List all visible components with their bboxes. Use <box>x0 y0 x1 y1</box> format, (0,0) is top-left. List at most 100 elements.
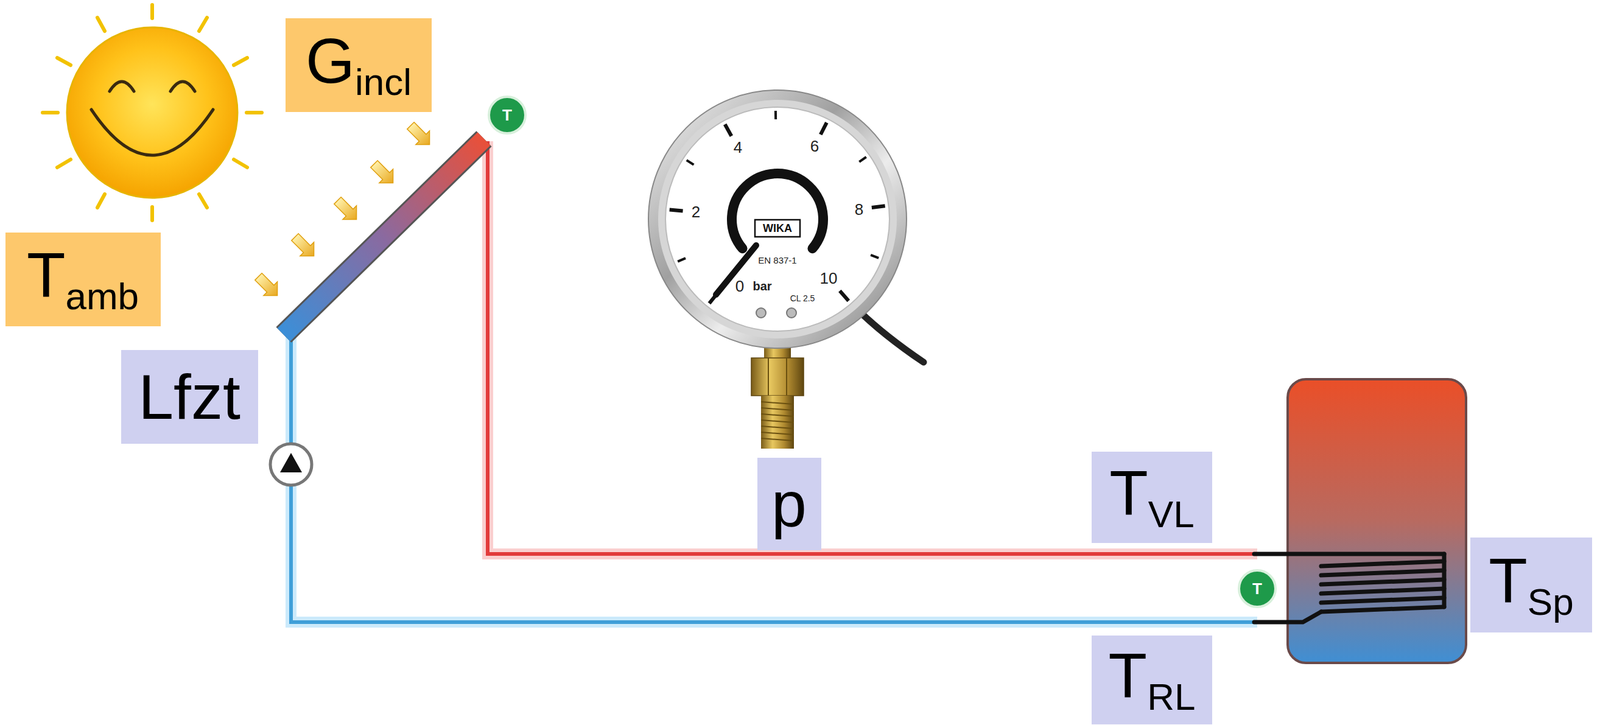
symbol-main: T <box>26 239 66 311</box>
coil-turn <box>1321 561 1445 567</box>
gauge-text: 10 <box>820 270 838 287</box>
gauge-bezel <box>648 90 907 349</box>
symbol-subscript: incl <box>354 60 412 103</box>
label-holder: T <box>1252 580 1263 597</box>
collector-frame <box>283 138 485 335</box>
sun-ray <box>97 194 105 208</box>
symbol-subscript: amb <box>65 275 139 318</box>
sun-ray <box>42 110 58 115</box>
gauge-ticks <box>669 110 886 304</box>
sun-smile <box>91 109 214 156</box>
variable-label-box: Gincl <box>285 18 432 113</box>
label-holder: 10 <box>820 270 838 287</box>
gauge-needle <box>715 245 757 295</box>
label-holder: WIKA <box>762 222 793 234</box>
sun <box>66 27 238 198</box>
nut-edge <box>767 357 769 396</box>
label-holder: 8 <box>854 201 864 218</box>
gauge-tick <box>839 291 849 302</box>
gauge-text: bar <box>752 280 772 293</box>
gauge-screw <box>786 308 797 318</box>
sensor-letter: T <box>502 107 513 123</box>
coil-turn <box>1321 607 1445 612</box>
label-holder: bar <box>752 280 772 293</box>
gauge-face <box>665 107 890 332</box>
sun-eye <box>109 81 134 92</box>
thread-line <box>761 407 794 411</box>
label-holder: EN 837-1 <box>757 255 797 265</box>
bourdon-tube <box>731 173 824 249</box>
label-holder: 0 <box>735 278 744 295</box>
variable-symbol: TSp <box>1488 549 1574 622</box>
coil-turn <box>1321 597 1445 603</box>
symbol-main: T <box>1109 457 1149 529</box>
gauge-tick <box>686 160 695 165</box>
gauge-text: 8 <box>854 201 864 218</box>
pump-triangle <box>280 452 302 473</box>
coil-turn <box>1321 579 1445 585</box>
storage-tank <box>1287 379 1467 664</box>
gauge-tick <box>859 157 866 162</box>
gauge-tick <box>677 258 686 262</box>
gauge-ring <box>658 99 897 339</box>
sun-ray <box>150 4 155 19</box>
gauge-screw <box>756 308 766 318</box>
brand-box <box>754 219 800 237</box>
label-holder: 4 <box>733 139 743 156</box>
thread-line <box>761 414 794 417</box>
thread-line <box>761 432 794 435</box>
thread-lines <box>761 401 794 441</box>
sun-ray <box>97 17 105 32</box>
sun-ray <box>57 57 71 66</box>
radiation-arrow <box>367 157 400 190</box>
variable-symbol: Gincl <box>305 29 412 102</box>
return-pipe-glow <box>291 336 1258 623</box>
radiation-arrow <box>287 230 321 264</box>
gauge-text: 6 <box>810 138 819 155</box>
gauge-cable <box>855 307 924 363</box>
symbol-main: T <box>1108 640 1148 712</box>
gauge-text: 0 <box>735 278 744 295</box>
radiation-arrow <box>251 269 285 303</box>
sun-ray <box>57 159 71 168</box>
sun-rays <box>42 4 262 221</box>
coil-inlet <box>1254 552 1445 557</box>
label-holder: 2 <box>691 203 701 220</box>
gauge-text: CL 2.5 <box>790 294 816 303</box>
symbol-main: G <box>305 25 355 97</box>
variable-symbol: p <box>771 472 807 536</box>
gauge-thread <box>761 395 794 449</box>
variable-symbol: Lfzt <box>138 365 241 429</box>
radiation-arrow <box>403 118 437 152</box>
symbol-subscript: VL <box>1148 493 1195 536</box>
sensor-letter: T <box>1252 580 1263 597</box>
sun-ray <box>150 207 155 221</box>
sun-ray <box>233 57 248 66</box>
solar-collector <box>283 138 485 335</box>
gauge-text: 2 <box>691 203 701 220</box>
gauge-tick <box>870 255 879 259</box>
variable-symbol: TRL <box>1108 644 1196 716</box>
thread-line <box>761 420 794 423</box>
variable-label-box: TSp <box>1470 537 1593 633</box>
thread-line <box>761 401 794 405</box>
label-holder: CL 2.5 <box>790 294 816 303</box>
coil-outlet <box>1254 611 1322 623</box>
gauge-text: WIKA <box>762 222 793 234</box>
variable-label-box: Lfzt <box>121 350 259 444</box>
gauge-tick <box>669 209 684 211</box>
sun-eye <box>170 81 195 92</box>
thread-line <box>761 438 794 441</box>
symbol-subscript: RL <box>1147 675 1196 718</box>
gauge-nut <box>751 357 804 396</box>
radiation-arrow <box>330 193 364 227</box>
pump-symbol <box>270 443 312 486</box>
nut-edge <box>785 357 788 396</box>
variable-label-box: TRL <box>1091 635 1213 725</box>
thread-line <box>761 426 794 429</box>
label-holder: T <box>502 107 513 123</box>
gauge-tick <box>725 124 732 136</box>
sun-ray <box>246 110 262 115</box>
gauge-text: 4 <box>733 139 743 156</box>
